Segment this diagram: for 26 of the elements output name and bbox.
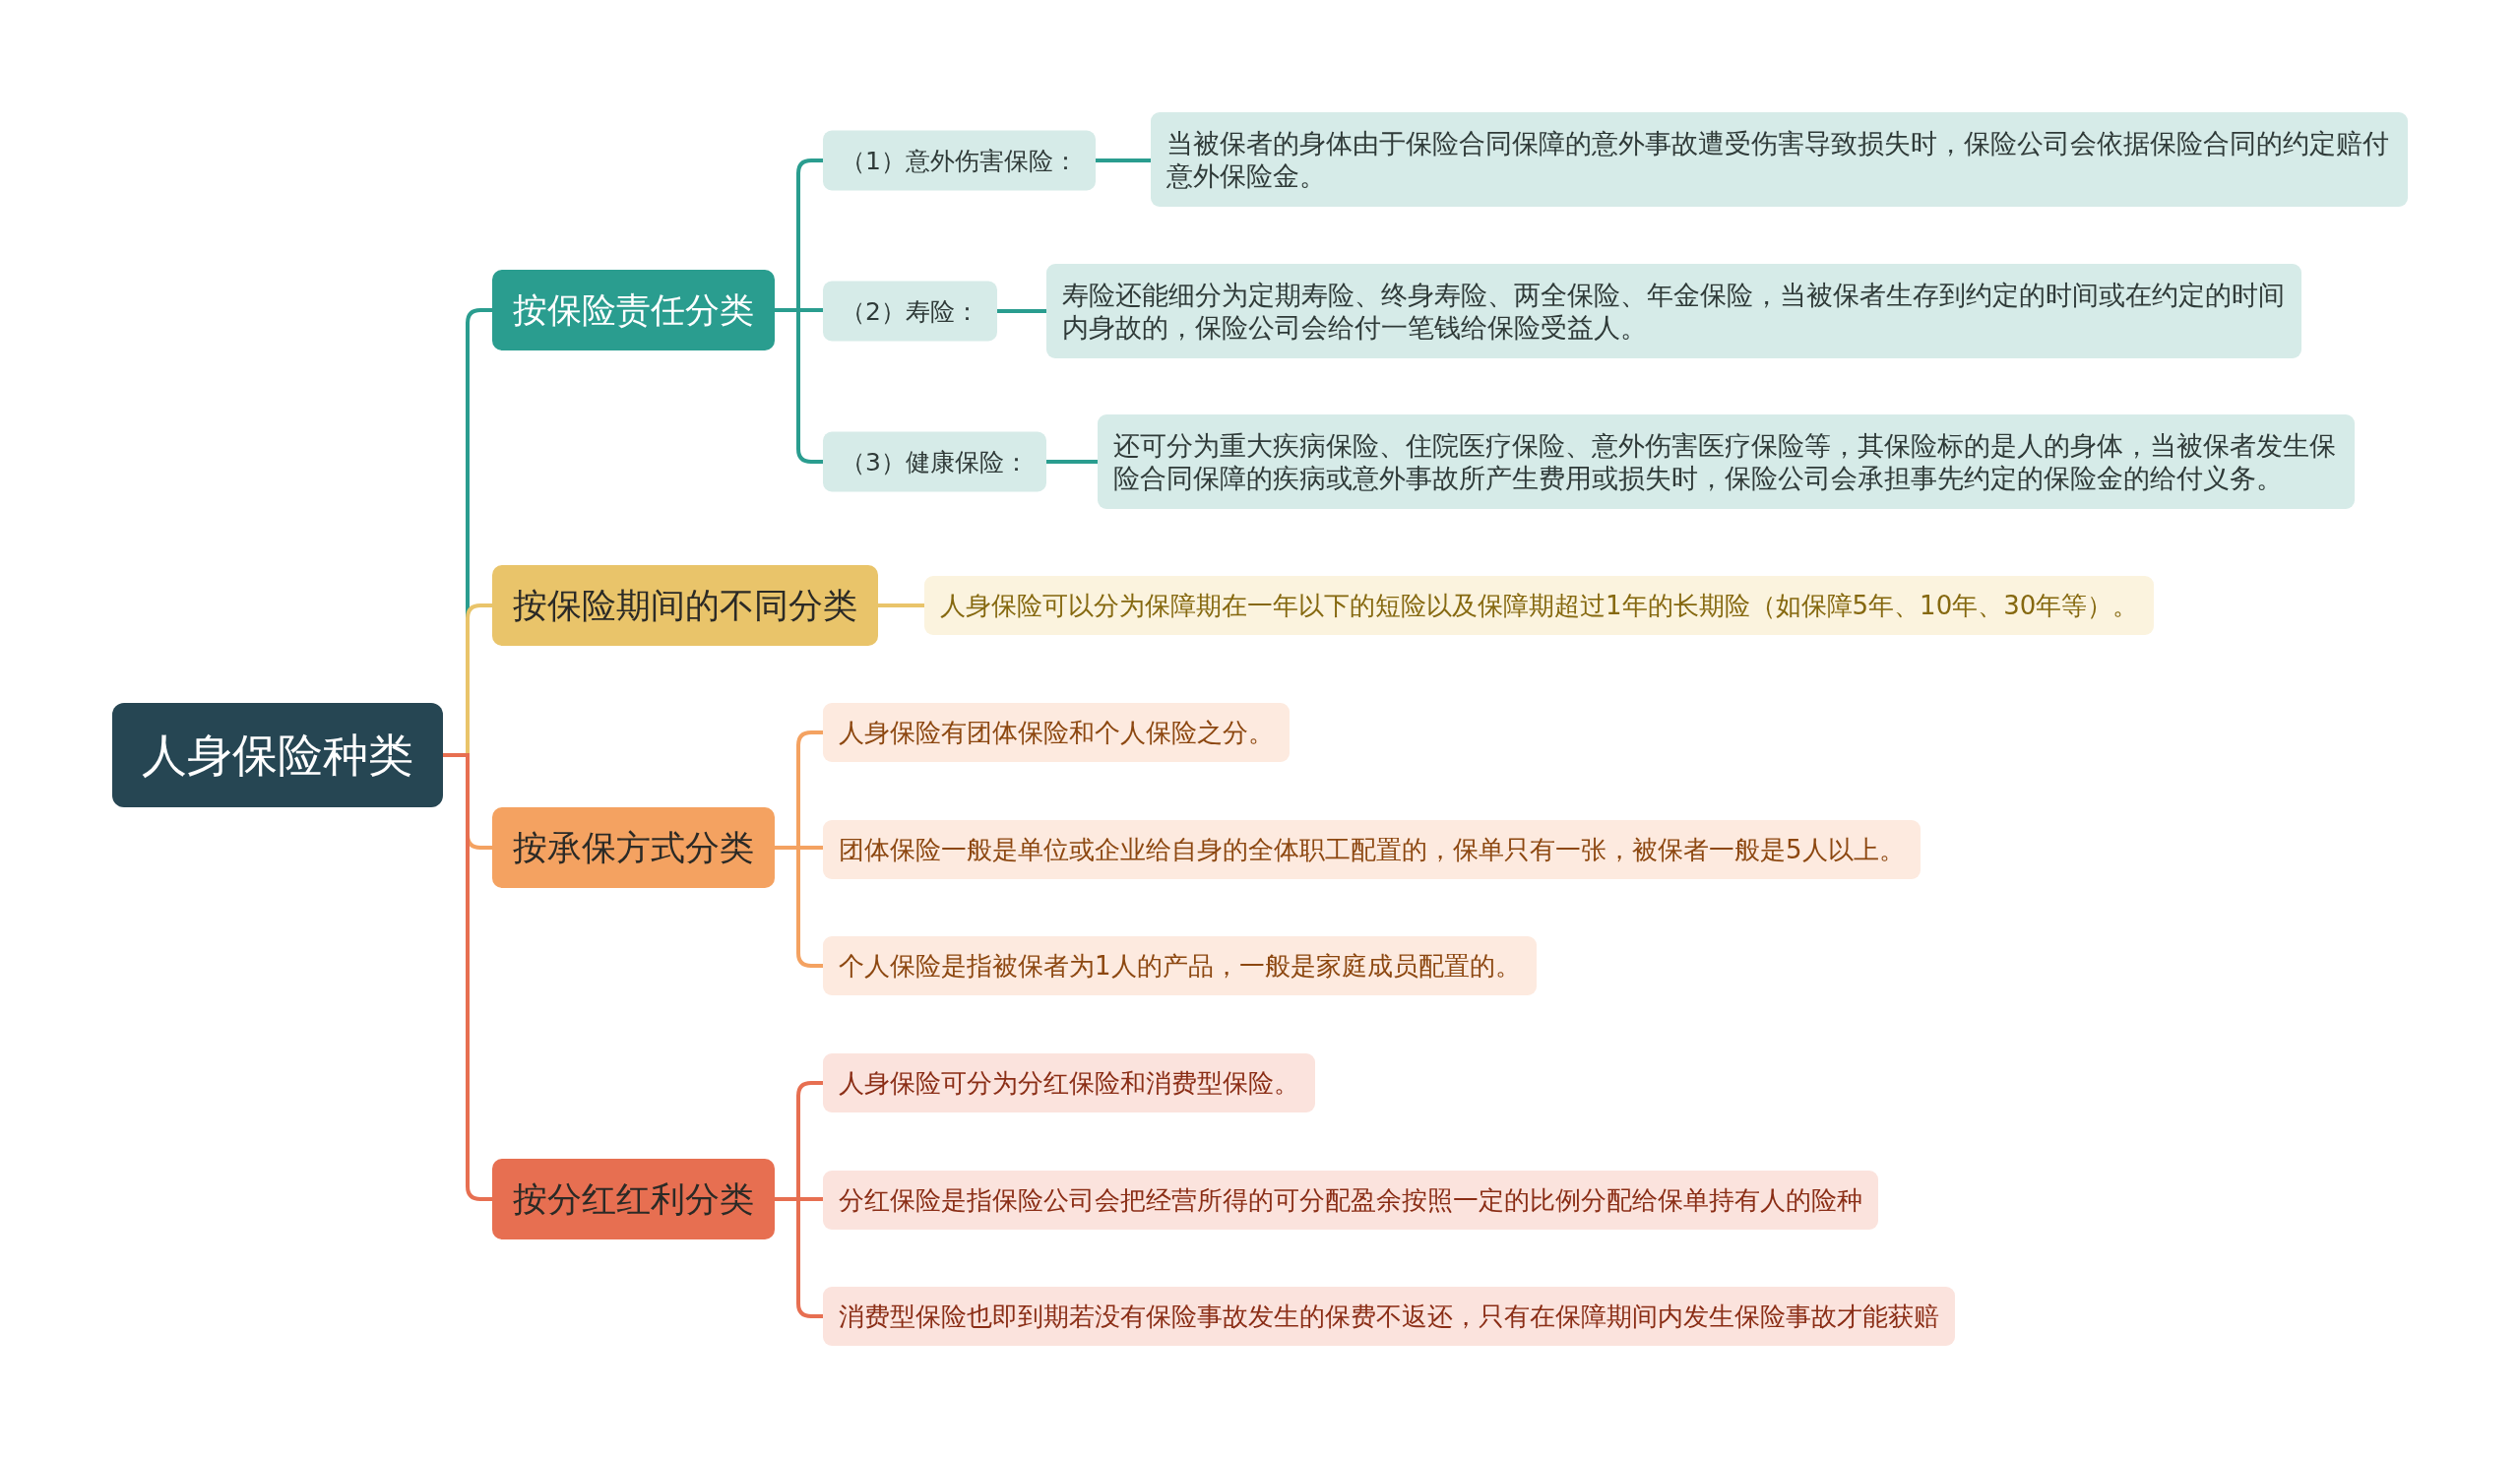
note-box: 团体保险一般是单位或企业给自身的全体职工配置的，保单只有一张，被保者一般是5人以上。 bbox=[823, 820, 1921, 879]
connector-line bbox=[443, 753, 492, 1201]
branch-topic-box: 按保险责任分类 bbox=[492, 270, 775, 350]
note-box: 当被保者的身体由于保险合同保障的意外事故遭受伤害导致损失时，保险公司会依据保险合同的约定赔付意外保险金。 bbox=[1151, 112, 2408, 207]
note-box: 分红保险是指保险公司会把经营所得的可分配盈余按照一定的比例分配给保单持有人的险种 bbox=[823, 1171, 1878, 1230]
connector-line bbox=[1045, 460, 1098, 464]
subtopic-box: （1）意外伤害保险： bbox=[823, 130, 1096, 191]
note-box: 人身保险可分为分红保险和消费型保险。 bbox=[823, 1053, 1315, 1112]
subtopic-box: （2）寿险： bbox=[823, 281, 997, 342]
connector-line bbox=[775, 846, 823, 968]
branch-topic-box: 按承保方式分类 bbox=[492, 807, 775, 888]
branch-topic-box: 按保险期间的不同分类 bbox=[492, 565, 878, 646]
note-box: 还可分为重大疾病保险、住院医疗保险、意外伤害医疗保险等，其保险标的是人的身体，当被保者发生保险合同保障的疾病或意外事故所产生费用或损失时，保险公司会承担事先约定的保险金的给付义务。 bbox=[1098, 414, 2355, 509]
subtopic-box: （3）健康保险： bbox=[823, 431, 1046, 492]
connector-line bbox=[996, 309, 1046, 313]
connector-line bbox=[1095, 159, 1151, 162]
note-box: 人身保险有团体保险和个人保险之分。 bbox=[823, 703, 1290, 762]
note-box: 消费型保险也即到期若没有保险事故发生的保费不返还，只有在保障期间内发生保险事故才能获赔 bbox=[823, 1287, 1955, 1346]
connector-line bbox=[775, 308, 823, 464]
connector-line bbox=[775, 1197, 823, 1318]
central-topic-box: 人身保险种类 bbox=[112, 703, 443, 807]
note-box: 人身保险可以分为保障期在一年以下的短险以及保障期超过1年的长期险（如保障5年、10年、30年等）。 bbox=[924, 576, 2155, 635]
branch-topic-box: 按分红红利分类 bbox=[492, 1159, 775, 1239]
connector-line bbox=[878, 603, 924, 607]
note-box: 个人保险是指被保者为1人的产品，一般是家庭成员配置的。 bbox=[823, 936, 1537, 995]
note-box: 寿险还能细分为定期寿险、终身寿险、两全保险、年金保险，当被保者生存到约定的时间或在约定的时间内身故的，保险公司会给付一笔钱给保险受益人。 bbox=[1046, 264, 2301, 358]
